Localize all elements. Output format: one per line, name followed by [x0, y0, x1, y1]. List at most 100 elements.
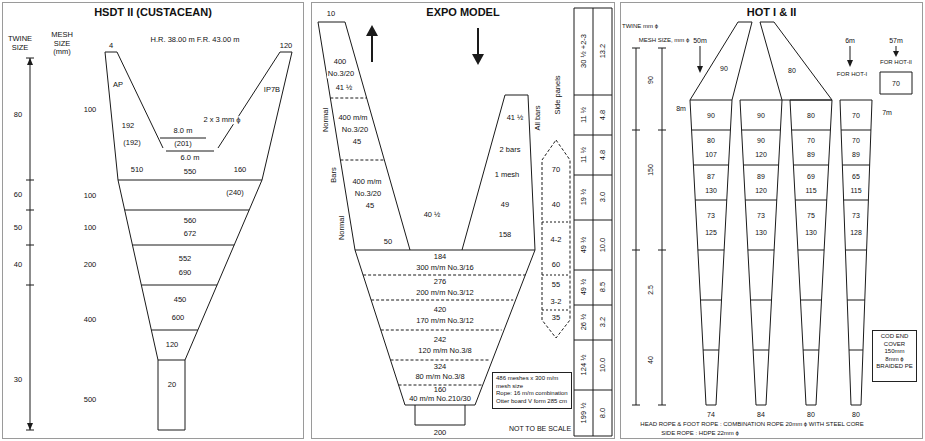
net-label: 70: [851, 137, 861, 144]
net-label: 672: [183, 230, 198, 238]
net-label: 73: [851, 212, 861, 219]
net-panel: HOT I & IICOD END COVER150mm8mm ϕ BRAIDE…: [620, 2, 923, 439]
hot-ii-piece: [880, 72, 912, 94]
net-label: Normal: [338, 215, 346, 241]
net-label: 40 ½: [423, 211, 442, 219]
net-label: 1 mesh: [494, 171, 521, 179]
net-label: 4.8: [599, 109, 607, 121]
net-label: 690: [178, 269, 193, 277]
net-label: 510: [130, 166, 145, 174]
net-strip: [790, 100, 832, 405]
net-label: 26 ½: [580, 313, 588, 332]
net-label: 10.0: [599, 357, 607, 374]
panel-joins: [125, 210, 250, 360]
net-label: 400: [333, 58, 348, 66]
net-strip: [740, 100, 782, 405]
arrow-head: [27, 423, 33, 430]
net-label: No.3/20: [354, 190, 382, 198]
net-label: 150: [647, 163, 654, 177]
net-label: 40: [647, 355, 654, 365]
strip-joins: [841, 130, 871, 350]
net-label: 40: [551, 201, 561, 209]
net-label: 8.5: [599, 281, 607, 293]
hsdt-net: [26, 52, 292, 430]
net-label: 30: [13, 376, 23, 384]
net-label: Bars: [330, 166, 338, 183]
net-label: TWINE SIZE: [4, 35, 36, 52]
net-label: 3.2: [599, 316, 607, 328]
net-label: SIDE ROPE : HDPE 22mm ϕ: [660, 430, 740, 436]
net-label: 2 x 3 mm ϕ: [202, 116, 241, 124]
scale-lines: [632, 48, 666, 405]
net-label: No.3/20: [341, 126, 369, 134]
net-label: 60: [551, 261, 561, 269]
net-label: 89: [851, 151, 861, 158]
net-label: 200: [433, 429, 448, 437]
net-label: 80 m/m No.3/8: [414, 373, 465, 381]
net-label: 90: [756, 137, 766, 144]
net-label: 90: [719, 65, 729, 72]
net-label: 80: [806, 112, 816, 119]
net-label: 7m: [881, 109, 893, 116]
hot-net: [632, 22, 912, 405]
scale-arrows: [27, 58, 33, 430]
direction-heads: [366, 25, 484, 65]
net-label: 89: [806, 151, 816, 158]
net-label: 89: [756, 173, 766, 180]
net-label: 11 ½: [580, 146, 588, 164]
net-label: 80: [706, 137, 716, 144]
net-label: TWINE mm ϕ: [621, 23, 659, 29]
net-label: 400 m/m: [337, 114, 368, 122]
net-label: 45: [365, 202, 375, 210]
arrow-head: [893, 51, 899, 57]
net-label: 80: [806, 411, 816, 418]
net-label: 420: [433, 306, 448, 314]
net-strip: [690, 100, 732, 405]
net-label: 75: [806, 212, 816, 219]
net-label: 160: [433, 386, 448, 394]
net-label: 73: [756, 212, 766, 219]
expo-net: [318, 8, 612, 436]
side-panel: [542, 140, 570, 338]
wing: [760, 22, 832, 100]
net-label: 4.8: [599, 149, 607, 161]
net-label: 13.2: [599, 43, 607, 60]
net-label: 84: [756, 411, 766, 418]
net-panel: HSDT II (CUSTACEAN): [2, 2, 304, 439]
net-label: 80: [13, 111, 23, 119]
net-label: 50m: [692, 37, 708, 44]
net-label: 199 ½: [580, 402, 588, 425]
twine-scale: [26, 58, 34, 430]
side-panel-joins: [542, 222, 570, 310]
net-label: 2.5: [647, 284, 654, 296]
net-label: 200: [83, 261, 98, 269]
net-label: 70: [551, 166, 561, 174]
net-label: 4-2: [550, 236, 563, 244]
wing-join: [330, 98, 384, 160]
left-wing: [318, 22, 410, 250]
net-label: FOR HOT-II: [879, 59, 913, 65]
net-label: 128: [849, 229, 863, 236]
net-label: 49 ½: [580, 278, 588, 297]
net-label: 160: [233, 166, 248, 174]
note-text: 8mm ϕ BRAIDED PE: [876, 356, 913, 371]
strip-joins: [742, 130, 781, 350]
net-label: 73: [706, 212, 716, 219]
note-box: COD END COVER150mm8mm ϕ BRAIDED PE: [872, 330, 917, 382]
net-label: 120: [754, 187, 768, 194]
net-label: 90: [756, 112, 766, 119]
net-label: 120 m/m No.3/8: [417, 347, 472, 355]
net-label: 107: [704, 151, 718, 158]
net-label: 49: [500, 201, 510, 209]
net-label: 6m: [844, 37, 856, 44]
arrow-head: [366, 25, 378, 36]
net-label: 130: [704, 187, 718, 194]
net-label: 120: [754, 151, 768, 158]
net-label: 70: [806, 137, 816, 144]
net-label: 90: [647, 75, 654, 85]
dimension-heads: [697, 51, 899, 73]
net-label: 125: [704, 229, 718, 236]
net-label: 200 m/m No.3/12: [415, 289, 475, 297]
wing: [690, 22, 752, 100]
